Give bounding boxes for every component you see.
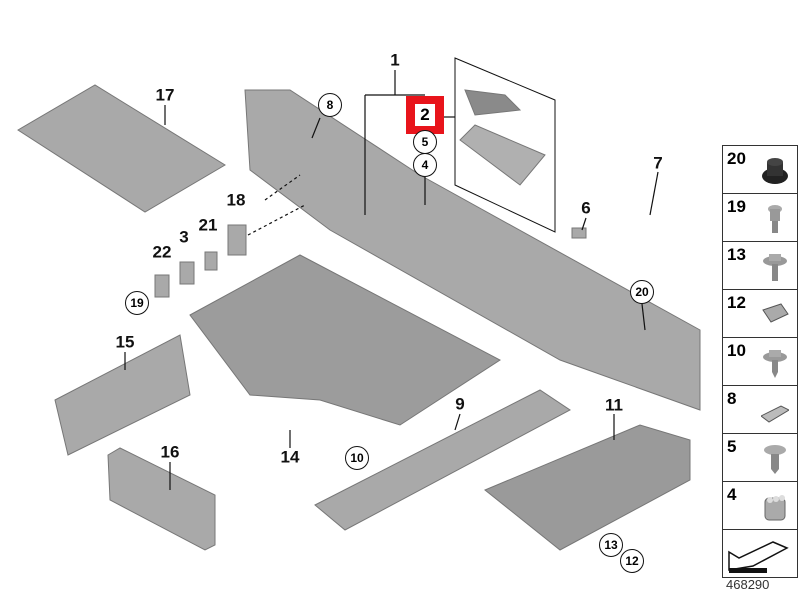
part-21-clip <box>204 251 218 271</box>
callout-14[interactable]: 14 <box>280 447 300 467</box>
sidebar-item-13[interactable]: 13 <box>723 242 797 290</box>
callout-2: 2 <box>415 104 435 126</box>
callout-3[interactable]: 3 <box>179 227 189 247</box>
part-22-clip <box>154 274 170 298</box>
item-number: 5 <box>727 437 737 456</box>
callout-13[interactable]: 13 <box>599 533 623 557</box>
callout-10[interactable]: 10 <box>345 446 369 470</box>
callout-6[interactable]: 6 <box>581 198 591 218</box>
callout-11[interactable]: 11 <box>605 395 623 415</box>
callout-17[interactable]: 17 <box>155 85 175 105</box>
part-11-jack-tray <box>484 424 691 551</box>
expansion-nut-icon <box>764 495 786 521</box>
callout-9[interactable]: 9 <box>455 394 465 414</box>
callout-21[interactable]: 21 <box>198 215 218 235</box>
sidebar-item-19[interactable]: 19 <box>723 194 797 242</box>
callout-1[interactable]: 1 <box>390 50 400 70</box>
callout-12[interactable]: 12 <box>620 549 644 573</box>
grommet-icon <box>762 158 788 184</box>
item-number: 4 <box>727 485 737 504</box>
callout-2-highlighted[interactable]: 2 <box>406 96 444 134</box>
item-number: 13 <box>727 245 746 264</box>
direction-arrow-icon <box>728 541 789 573</box>
part-17-floor-panel <box>17 84 226 213</box>
item-number: 10 <box>727 341 746 360</box>
item-number: 19 <box>727 197 746 216</box>
cover-plate-icon <box>761 405 789 423</box>
sidebar-item-10[interactable]: 10 <box>723 338 797 386</box>
sidebar-item-20[interactable]: 20 <box>723 146 797 194</box>
part-18-bracket <box>227 224 247 256</box>
part-16-cover <box>107 447 216 551</box>
fastener-sidebar: 20 19 13 12 10 8 5 4 <box>722 145 798 578</box>
callout-8[interactable]: 8 <box>318 93 342 117</box>
callout-19[interactable]: 19 <box>125 291 149 315</box>
hex-bolt-icon <box>763 254 787 281</box>
callout-18[interactable]: 18 <box>226 190 246 210</box>
hex-screw-icon <box>763 350 787 378</box>
part-3-clip <box>179 261 195 285</box>
sidebar-arrow-cell <box>723 530 797 577</box>
item-number: 8 <box>727 389 737 408</box>
item-number: 20 <box>727 149 746 168</box>
part-14-storage-tray <box>189 254 501 426</box>
part-2-frame <box>459 124 546 186</box>
callout-22[interactable]: 22 <box>152 242 172 262</box>
pan-screw-icon <box>764 445 786 474</box>
sidebar-item-8[interactable]: 8 <box>723 386 797 434</box>
callout-7[interactable]: 7 <box>653 153 663 173</box>
callout-4[interactable]: 4 <box>413 153 437 177</box>
callout-15[interactable]: 15 <box>115 332 135 352</box>
item-number: 12 <box>727 293 746 312</box>
callout-16[interactable]: 16 <box>160 442 180 462</box>
sidebar-item-5[interactable]: 5 <box>723 434 797 482</box>
part-9-bracket <box>314 389 571 531</box>
clip-nut-icon <box>762 303 789 323</box>
part-1-trim-panel <box>244 89 701 411</box>
callout-5[interactable]: 5 <box>413 130 437 154</box>
reference-number: 468290 <box>726 577 770 592</box>
part-2-cover <box>464 89 522 116</box>
sidebar-item-4[interactable]: 4 <box>723 482 797 530</box>
sidebar-item-12[interactable]: 12 <box>723 290 797 338</box>
callout-20[interactable]: 20 <box>630 280 654 304</box>
part-6-cap <box>571 227 587 239</box>
screw-icon <box>768 205 782 233</box>
part-15-cover <box>54 334 191 456</box>
